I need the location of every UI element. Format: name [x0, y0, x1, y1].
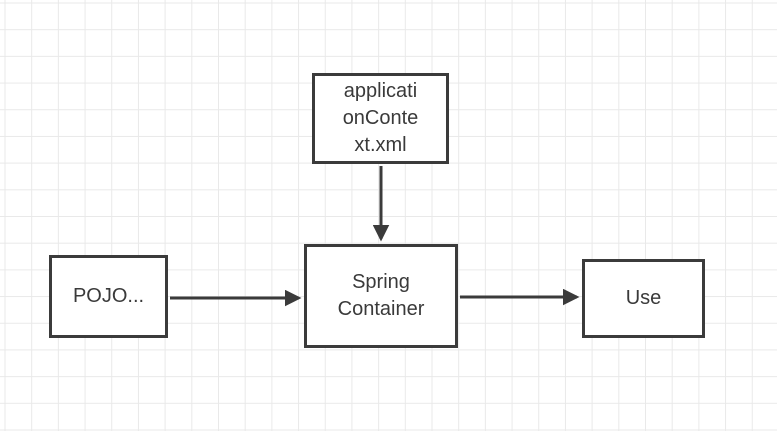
label-line: Spring — [352, 271, 410, 293]
node-use[interactable]: Use — [582, 259, 705, 338]
node-application-context-xml[interactable]: applicati onConte xt.xml — [312, 73, 449, 164]
node-pojo[interactable]: POJO... — [49, 255, 168, 338]
label-line: applicati — [343, 80, 418, 102]
label-line: onConte — [342, 107, 419, 129]
label-line: POJO... — [72, 285, 145, 307]
label-line: xt.xml — [354, 134, 407, 156]
node-spring-container-label: Spring Container — [307, 269, 455, 323]
label-line: Use — [625, 287, 662, 309]
node-application-context-xml-label: applicati onConte xt.xml — [315, 78, 446, 159]
node-pojo-label: POJO... — [52, 283, 165, 310]
node-use-label: Use — [585, 285, 702, 312]
node-spring-container[interactable]: Spring Container — [304, 244, 458, 348]
label-line: Container — [337, 298, 425, 320]
